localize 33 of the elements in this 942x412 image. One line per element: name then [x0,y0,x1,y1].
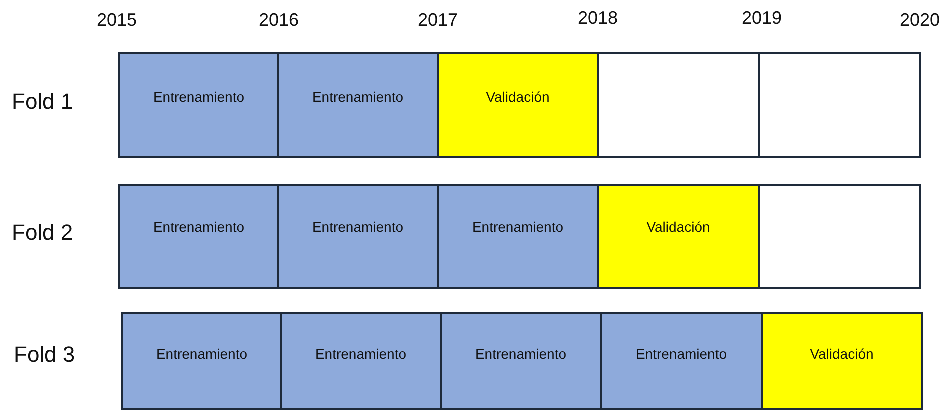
year-label: 2017 [418,10,458,31]
validation-cell [437,52,599,158]
training-cell [277,52,439,158]
cell-label: Entrenamiento [156,346,248,362]
validation-cell [761,312,923,410]
year-label: 2019 [742,8,782,29]
cell-label: Entrenamiento [312,89,404,105]
training-cell [118,184,280,289]
training-cell [277,184,439,289]
validation-cell [597,184,760,289]
cell-label: Validación [646,219,710,235]
year-label: 2015 [97,10,138,31]
cell-label: Entrenamiento [472,219,564,235]
fold-label: Fold 3 [14,342,76,368]
cell-label: Entrenamiento [312,219,404,235]
fold-label: Fold 2 [12,220,74,246]
year-label: 2020 [900,10,940,31]
training-cell [440,312,602,410]
cell-label: Entrenamiento [153,89,245,105]
fold-label: Fold 1 [12,89,74,115]
training-cell [118,52,280,158]
cell-label: Entrenamiento [153,219,245,235]
year-label: 2018 [578,8,618,29]
training-cell [600,312,763,410]
cell-label: Entrenamiento [315,346,407,362]
training-cell [121,312,283,410]
cell-label: Entrenamiento [475,346,567,362]
cell-label: Entrenamiento [636,346,728,362]
training-cell [280,312,442,410]
cell-label: Validación [486,89,550,105]
year-label: 2016 [259,10,300,31]
cell-label: Validación [810,346,874,362]
training-cell [437,184,599,289]
